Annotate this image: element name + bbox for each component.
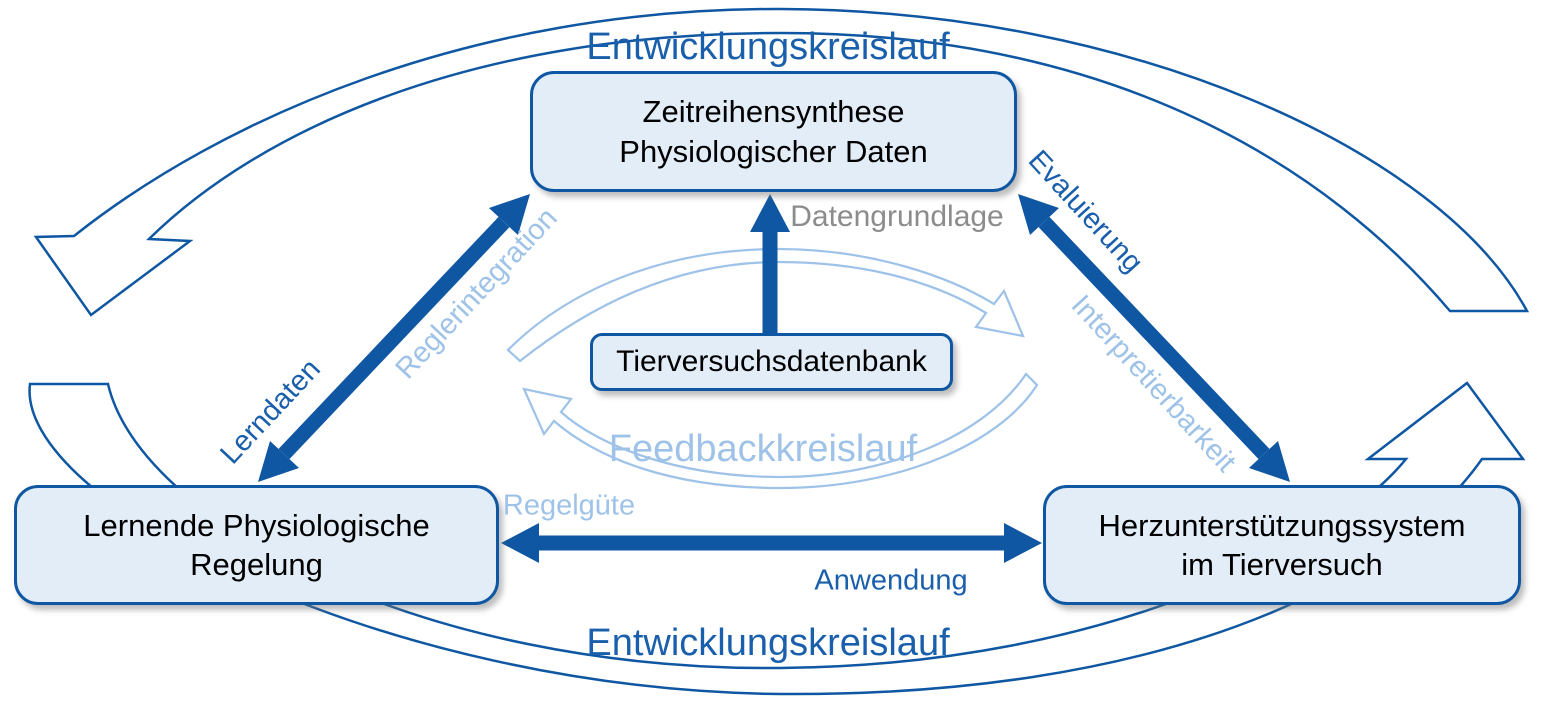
evaluierung-double-arrow (1018, 194, 1290, 482)
node-tierversuchsdatenbank: Tierversuchsdatenbank (590, 333, 953, 391)
feedback-loop-top-arc (506, 247, 1025, 363)
node-lernende-regelung: Lernende Physiologische Regelung (14, 485, 499, 605)
lerndaten-double-arrow (258, 194, 530, 482)
node-lernende-regelung-line2: Regelung (190, 547, 323, 582)
anwendung-double-arrow (501, 523, 1042, 563)
arrowhead-upleft-icon (1018, 194, 1059, 235)
cycle-title-top: Entwicklungskreislauf (586, 26, 950, 68)
cycle-title-bottom: Entwicklungskreislauf (586, 622, 950, 664)
edge-label-datengrundlage: Datengrundlage (790, 200, 1004, 233)
node-lernende-regelung-line1: Lernende Physiologische (83, 507, 430, 543)
arrowhead-up-icon (750, 194, 790, 232)
node-zeitreihensynthese: Zeitreihensynthese Physiologischer Daten (530, 71, 1017, 192)
arrowhead-downright-icon (1249, 441, 1290, 482)
datengrundlage-arrow (750, 194, 790, 334)
node-zeitreihensynthese-line1: Zeitreihensynthese (642, 94, 905, 130)
outer-cycle-bottom-band (28, 381, 1526, 696)
node-herzunterstuetzungssystem: Herzunterstützungssystem im Tierversuch (1043, 485, 1521, 605)
outer-cycle-top-band (33, 7, 1530, 317)
node-herzunterstuetzungssystem-line1: Herzunterstützungssystem (1098, 507, 1466, 543)
edge-label-anwendung: Anwendung (814, 564, 968, 597)
feedback-loop-title: Feedbackkreislauf (608, 428, 918, 470)
feedback-loop-bottom-arc (522, 372, 1039, 490)
node-zeitreihensynthese-line2: Physiologischer Daten (619, 133, 928, 169)
node-herzunterstuetzungssystem-line2: im Tierversuch (1181, 547, 1383, 582)
arrowhead-upright-icon (489, 194, 530, 235)
node-tierversuchsdatenbank-label: Tierversuchsdatenbank (616, 345, 927, 379)
arrowhead-right-icon (1004, 523, 1042, 563)
arrowhead-left-icon (501, 523, 539, 563)
arrowhead-downleft-icon (258, 441, 299, 482)
edge-label-regelguete: Regelgüte (502, 489, 636, 522)
